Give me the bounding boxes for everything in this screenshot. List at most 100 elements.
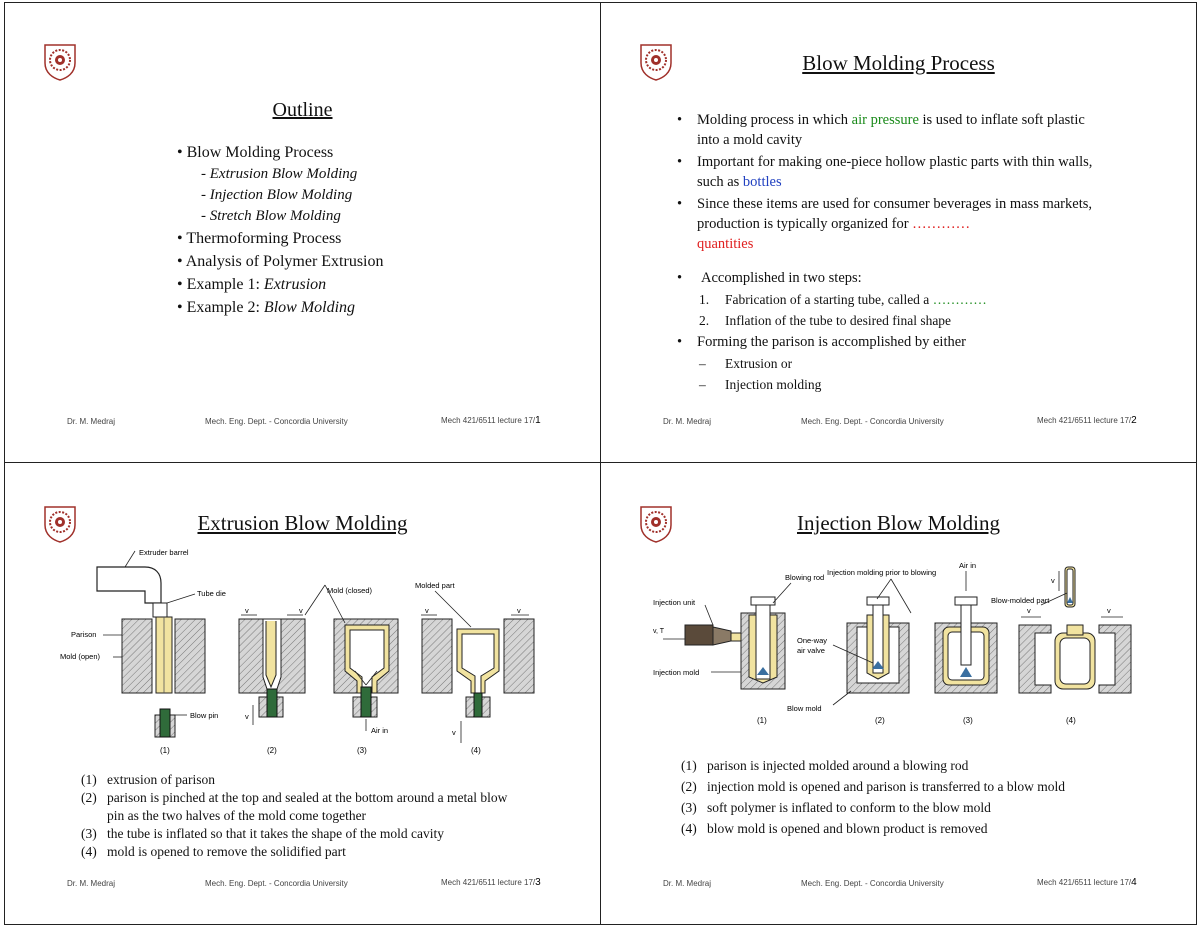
outline-item: • Example 2: Blow Molding	[177, 296, 383, 319]
caption-text: parison is pinched at the top and sealed…	[107, 790, 508, 823]
numbered-item: 1.Fabrication of a starting tube, called…	[675, 290, 1095, 310]
label-oneway: One-way	[797, 636, 827, 645]
bullet-item: Forming the parison is accomplished by e…	[675, 332, 1095, 352]
label-blowing-rod: Blowing rod	[785, 573, 824, 582]
leader-line	[772, 582, 792, 604]
caption-number: (1)	[681, 758, 697, 773]
bullet-text: Since these items are used for consumer …	[697, 196, 1092, 232]
leader-line	[890, 578, 912, 614]
label-air-in: Air in	[959, 561, 976, 570]
leader-line	[434, 590, 472, 628]
extrusion-blow-molding-diagram: Extruder barrel Tube die Parison Mold (o…	[60, 548, 535, 755]
extruder-barrel	[96, 566, 168, 618]
rising-part-icon	[1064, 566, 1076, 608]
label-air-in: Air in	[371, 726, 388, 735]
label-tube-die: Tube die	[197, 589, 226, 598]
velocity-label: v	[425, 606, 429, 615]
footer-dept: Mech. Eng. Dept. - Concordia University	[205, 879, 348, 888]
footer-author: Dr. M. Medraj	[663, 879, 712, 888]
leader-line	[876, 578, 892, 600]
bullet-text: is used to inflate soft plastic into a m…	[697, 112, 1085, 148]
mold-open-stage-4	[421, 618, 535, 718]
label-air-valve: air valve	[797, 646, 825, 655]
velocity-label: v	[245, 712, 249, 721]
velocity-label: v	[517, 606, 521, 615]
footer-lecture: Mech 421/6511 lecture 17/1	[441, 415, 541, 426]
slide-footer: Dr. M. Medraj Mech. Eng. Dept. - Concord…	[5, 415, 600, 429]
footer-author: Dr. M. Medraj	[67, 417, 116, 426]
caption-item: (4) blow mold is opened and blown product…	[681, 818, 1151, 839]
label-blow-pin: Blow pin	[190, 711, 218, 720]
numbered-item: 2. Inflation of the tube to desired final…	[675, 311, 1095, 331]
caption-text: extrusion of parison	[107, 772, 215, 787]
item-text: Fabrication of a starting tube, called a	[725, 292, 933, 307]
injection-blow-molding-diagram: v, T Injection unit Injection mold Blowi…	[653, 561, 1132, 725]
outline-subitem: - Extrusion Blow Molding	[201, 166, 358, 182]
footer-author: Dr. M. Medraj	[67, 879, 116, 888]
caption-list: (1)parison is injected molded around a b…	[681, 755, 1151, 839]
caption-item: (3)the tube is inflated so that it takes…	[81, 825, 521, 843]
label-mold-open: Mold (open)	[60, 652, 101, 661]
university-crest-icon	[44, 506, 76, 543]
bullet-item: Since these items are used for consumer …	[675, 194, 1095, 254]
outline-subitem: - Injection Blow Molding	[201, 187, 353, 203]
slide-blow-molding-process: Blow Molding Process Molding process in …	[600, 2, 1197, 463]
velocity-label: v	[299, 606, 303, 615]
caption-text: injection mold is opened and parison is …	[707, 779, 1066, 794]
stage-label: (1)	[160, 746, 170, 755]
label-extruder-barrel: Extruder barrel	[139, 548, 189, 557]
slide-extrusion-blow-molding: Extrusion Blow Molding Extruder barrel T…	[4, 462, 601, 925]
outline-item: • Blow Molding Process	[177, 144, 334, 161]
caption-number: (4)	[81, 844, 97, 859]
stage-label: (1)	[757, 716, 767, 725]
footer-lecture: Mech 421/6511 lecture 17/4	[1037, 877, 1137, 888]
blow-mold-stage-2	[846, 596, 910, 694]
stage-label: (4)	[471, 746, 481, 755]
outline-item-italic: Blow Molding	[263, 299, 356, 316]
velocity-label: v	[245, 606, 249, 615]
stage-label: (4)	[1066, 716, 1076, 725]
item-number: 2.	[699, 313, 710, 328]
leader-line	[832, 644, 874, 664]
caption-number: (3)	[81, 826, 97, 841]
outline-item-prefix: • Example 1:	[177, 276, 264, 293]
caption-number: (4)	[681, 821, 697, 836]
slide-footer: Dr. M. Medraj Mech. Eng. Dept. - Concord…	[5, 877, 600, 891]
dash-item: Extrusion or	[675, 354, 1095, 374]
slide-number: 4	[1131, 877, 1137, 888]
mold-closed-stage-2	[238, 618, 306, 718]
label-blow-molded-part: Blow-molded part	[991, 596, 1050, 605]
stage-label: (2)	[267, 746, 277, 755]
caption-item: (1)extrusion of parison	[81, 771, 521, 789]
label-injection-mold: Injection mold	[653, 668, 699, 677]
caption-list: (1)extrusion of parison (2) parison is pi…	[81, 771, 521, 861]
slide-number: 1	[535, 415, 541, 426]
blank-dots: …………	[912, 216, 971, 232]
footer-author: Dr. M. Medraj	[663, 417, 712, 426]
caption-text: blow mold is opened and blown product is…	[707, 821, 988, 836]
outline-list: • Blow Molding Process - Extrusion Blow …	[177, 141, 383, 319]
highlight-text: air pressure	[851, 112, 919, 128]
mold-open-stage-1	[121, 616, 206, 694]
page-title: Blow Molding Process	[802, 51, 995, 75]
leader-line	[832, 690, 852, 706]
label-injection-unit: Injection unit	[653, 598, 696, 607]
bullet-text: Important for making one-piece hollow pl…	[697, 154, 1093, 190]
stage-label: (3)	[357, 746, 367, 755]
caption-number: (3)	[681, 800, 697, 815]
slide-outline: Outline • Blow Molding Process - Extrusi…	[4, 2, 601, 463]
blow-mold-stage-3	[934, 596, 998, 694]
caption-number: (2)	[81, 790, 97, 805]
stage-label: (2)	[875, 716, 885, 725]
velocity-label: v	[452, 728, 456, 737]
footer-lecture-label: Mech 421/6511 lecture 17/	[1037, 878, 1132, 887]
university-crest-icon	[44, 44, 76, 81]
slide-injection-blow-molding: Injection Blow Molding v, T Injection un…	[600, 462, 1197, 925]
footer-dept: Mech. Eng. Dept. - Concordia University	[801, 879, 944, 888]
item-text: Inflation of the tube to desired final s…	[725, 313, 952, 328]
injection-unit	[684, 624, 744, 646]
leader-line	[324, 584, 346, 624]
caption-item: (2) parison is pinched at the top and sea…	[81, 789, 521, 825]
label-molded-part: Molded part	[415, 581, 456, 590]
stage-label: (3)	[963, 716, 973, 725]
